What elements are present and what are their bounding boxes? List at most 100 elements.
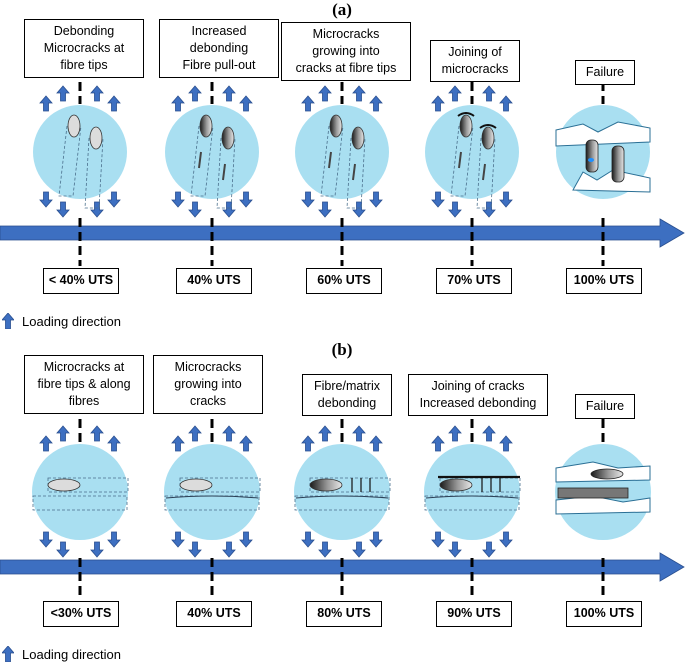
panel-a-stage-5-pulled-fibre-2 — [611, 145, 625, 183]
panel-a-stage-3-load-arrow-up-2 — [318, 85, 332, 102]
panel-a-stage-3-load-arrow-up-3 — [352, 85, 366, 102]
panel-b-stage-1-load-arrow-up-4 — [107, 435, 121, 452]
panel-a-stage-5-fracture-gap-lower — [572, 169, 651, 193]
panel-a-stage-2-label: Increased debonding Fibre pull-out — [159, 19, 279, 78]
panel-a-stage-3-label: Microcracks growing into cracks at fibre… — [281, 22, 411, 81]
panel-a-stage-2-fibre-2-crack — [222, 163, 226, 181]
panel-a-stage-4-fibre-2-crack — [482, 163, 486, 181]
panel-b-stage-5-pulled-fibre-2 — [557, 487, 629, 499]
panel-b-stage-1-load-arrow-down-4 — [107, 531, 121, 548]
panel-b-stage-3-load-arrow-down-2 — [318, 541, 332, 558]
panel-b-stage-1-load-arrow-down-3 — [90, 541, 104, 558]
panel-a-stage-5-uts: 100% UTS — [566, 268, 642, 294]
panel-a-stage-4-fibre-1 — [450, 125, 474, 197]
panel-a-stage-1-specimen — [33, 105, 127, 199]
panel-a-stage-2-load-arrow-up-2 — [188, 85, 202, 102]
panel-a-stage-3-load-arrow-down-1 — [301, 191, 315, 208]
panel-a-stage-1-load-arrow-up-3 — [90, 85, 104, 102]
panel-a-stage-2-fibre-2 — [216, 137, 236, 209]
panel-b-stage-4-load-arrow-up-1 — [431, 435, 445, 452]
panel-a-stage-1-uts: < 40% UTS — [43, 268, 119, 294]
panel-a-stage-4-fibre-2 — [476, 137, 496, 209]
panel-a-stage-3-load-arrow-down-4 — [369, 191, 383, 208]
panel-b-stage-4-load-arrow-down-3 — [482, 541, 496, 558]
panel-b-stage-2-load-arrow-down-3 — [222, 541, 236, 558]
panel-b-stage-2-load-arrow-down-4 — [239, 531, 253, 548]
panel-a-stage-1-fibre-2-tip — [89, 126, 103, 150]
panel-b-stage-2-load-arrow-down-1 — [171, 531, 185, 548]
panel-a-stage-3-fibre-1 — [320, 125, 344, 197]
panel-a-stage-3-load-arrow-down-3 — [352, 201, 366, 218]
panel-a-stage-2-load-arrow-down-3 — [222, 201, 236, 218]
panel-a-stage-1-load-arrow-down-4 — [107, 191, 121, 208]
panel-b-graphic — [0, 419, 685, 600]
panel-b-stage-2-load-arrow-up-1 — [171, 435, 185, 452]
panel-a-stage-4-label: Joining of microcracks — [430, 40, 520, 82]
panel-a-stage-3-load-arrow-down-2 — [318, 201, 332, 218]
panel-b-stage-2-interface-crack — [165, 495, 259, 499]
panel-a-stage-3-fibre-2 — [346, 137, 366, 209]
panel-b-stage-4-uts: 90% UTS — [436, 601, 512, 627]
panel-a-title: (a) — [332, 0, 352, 19]
panel-a-stage-3-fibre-2-crack — [352, 163, 356, 181]
panel-b-stage-3-load-arrow-down-4 — [369, 531, 383, 548]
panel-b-stage-1-fibre-lower — [32, 495, 128, 511]
panel-b-stage-2-load-arrow-down-2 — [188, 541, 202, 558]
panel-a-stage-4-fibre-1-crack — [458, 151, 462, 169]
panel-b-legend-label: Loading direction — [22, 646, 122, 662]
panel-a-stage-4-load-arrow-down-1 — [431, 191, 445, 208]
panel-a-stage-2-load-arrow-down-1 — [171, 191, 185, 208]
panel-b-stage-1-load-arrow-up-3 — [90, 425, 104, 442]
panel-a-stage-4-specimen — [425, 105, 519, 199]
panel-b-stage-5-uts: 100% UTS — [566, 601, 642, 627]
panel-b-stage-4-load-arrow-down-4 — [499, 531, 513, 548]
panel-a-stage-2-load-arrow-up-3 — [222, 85, 236, 102]
panel-a-stage-2-fibre-1-crack — [198, 151, 202, 169]
panel-b-stage-3-load-arrow-up-3 — [352, 425, 366, 442]
panel-a-stage-3-fibre-1-crack — [328, 151, 332, 169]
panel-a-stage-1-fibre-1-tip — [67, 114, 81, 138]
panel-b-stage-3-load-arrow-up-2 — [318, 425, 332, 442]
panel-b-stage-5-label: Failure — [575, 394, 635, 419]
panel-a-stage-4-load-arrow-up-1 — [431, 95, 445, 112]
panel-a-stage-2-load-arrow-down-4 — [239, 191, 253, 208]
panel-a-stage-1-load-arrow-down-3 — [90, 201, 104, 218]
panel-a-stage-1-load-arrow-up-1 — [39, 95, 53, 112]
panel-a-stage-4-load-arrow-up-3 — [482, 85, 496, 102]
panel-a-stage-1-load-arrow-up-2 — [56, 85, 70, 102]
panel-b-stage-1-fibre-end — [47, 478, 81, 492]
panel-a-stage-4-fibre-1-joined-crack — [457, 112, 475, 117]
panel-b-stage-1-uts: <30% UTS — [43, 601, 119, 627]
panel-a-stage-4-load-arrow-up-2 — [448, 85, 462, 102]
panel-a-legend-label: Loading direction — [22, 313, 122, 329]
panel-b-stage-4-load-arrow-up-3 — [482, 425, 496, 442]
panel-b-stage-3-fibre-end — [309, 478, 343, 492]
panel-a-stage-3-uts: 60% UTS — [306, 268, 382, 294]
panel-a-stage-2-load-arrow-down-2 — [188, 201, 202, 218]
panel-a-stage-4-uts: 70% UTS — [436, 268, 512, 294]
panel-b-stage-2-label: Microcracks growing into cracks — [153, 355, 263, 414]
panel-a-stage-1-label: Debonding Microcracks at fibre tips — [24, 19, 144, 78]
panel-a-stage-3-fibre-1-tip — [329, 114, 343, 138]
panel-a-stage-3-load-arrow-up-1 — [301, 95, 315, 112]
panel-b-stage-1-load-arrow-down-1 — [39, 531, 53, 548]
loading-arrow-icon — [2, 646, 14, 662]
panel-b-stage-2-load-arrow-up-3 — [222, 425, 236, 442]
panel-b-stage-4-fibre-end — [439, 478, 473, 492]
panel-a-stage-1-fibre-1 — [58, 125, 82, 197]
panel-b-stage-3-label: Fibre/matrix debonding — [302, 374, 392, 416]
panel-b-stage-2-uts: 40% UTS — [176, 601, 252, 627]
panel-a-stage-5-exposed-tip — [588, 158, 594, 162]
panel-a-stage-4-fibre-1-tip — [459, 114, 473, 138]
panel-a-graphic — [0, 82, 685, 266]
panel-b-stage-1-load-arrow-up-1 — [39, 435, 53, 452]
panel-b-stage-2-load-arrow-up-4 — [239, 435, 253, 452]
panel-a-stage-2-specimen — [165, 105, 259, 199]
panel-b-stage-1-label: Microcracks at fibre tips & along fibres — [24, 355, 144, 414]
panel-b-stage-3-interface-crack — [295, 495, 389, 499]
panel-b-stage-2-load-arrow-up-2 — [188, 425, 202, 442]
panel-b-stage-3-load-arrow-up-1 — [301, 435, 315, 452]
panel-b-stage-4-load-arrow-up-4 — [499, 435, 513, 452]
panel-a-stage-4-load-arrow-up-4 — [499, 95, 513, 112]
